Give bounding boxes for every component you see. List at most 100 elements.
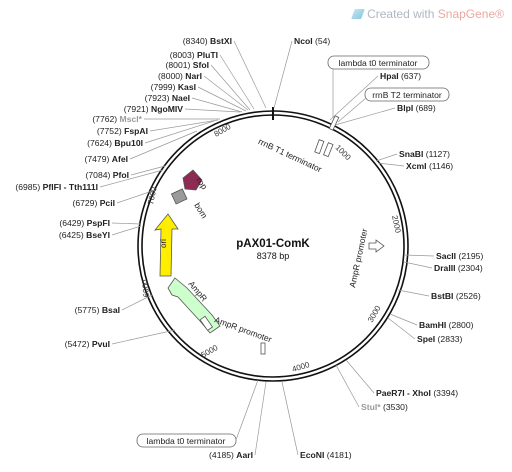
plasmid-size: 8378 bp bbox=[257, 251, 290, 261]
site-position: (3530) bbox=[383, 402, 408, 412]
tick-5000: 5000 bbox=[200, 343, 220, 360]
site-name: BstXI bbox=[210, 36, 232, 46]
site-leader-line bbox=[335, 364, 360, 408]
site-leader-line bbox=[184, 108, 241, 113]
site-leader-line bbox=[203, 75, 249, 111]
site-name: FspAI bbox=[124, 126, 148, 136]
t0-top-marker[interactable] bbox=[328, 115, 340, 131]
site-pspfi[interactable]: (6429) PspFI bbox=[59, 218, 142, 228]
site-position: (8001) bbox=[166, 60, 191, 70]
site-position: (7084) bbox=[86, 170, 111, 180]
site-label: (8001) SfoI bbox=[166, 60, 209, 70]
site-label: PaeR7I - XhoI (3394) bbox=[376, 388, 458, 398]
site-leader-line bbox=[116, 189, 156, 204]
site-leader-line bbox=[397, 289, 430, 297]
site-leader-line bbox=[144, 120, 215, 144]
site-label: (7999) KasI bbox=[151, 82, 196, 92]
site-paer7i-xhoi[interactable]: PaeR7I - XhoI (3394) bbox=[345, 359, 458, 398]
site-hpai[interactable]: HpaI (637) bbox=[329, 71, 421, 121]
site-name: XcmI bbox=[406, 161, 427, 171]
bom-feature[interactable] bbox=[170, 188, 188, 205]
ori-label: ori bbox=[159, 239, 168, 248]
site-naei[interactable]: (7923) NaeI bbox=[145, 93, 243, 113]
site-leader-line bbox=[387, 317, 416, 340]
site-name: SnaBI bbox=[399, 149, 423, 159]
site-msci[interactable]: (7762) MscI* bbox=[92, 114, 220, 124]
site-ngomiv[interactable]: (7921) NgoMIV bbox=[124, 104, 241, 114]
site-position: (6729) bbox=[72, 198, 97, 208]
site-xcmi[interactable]: XcmI (1146) bbox=[377, 161, 453, 171]
site-leader-line bbox=[233, 40, 267, 109]
site-econi[interactable]: EcoNI (4181) bbox=[281, 381, 352, 460]
site-name: NcoI bbox=[294, 36, 313, 46]
rop-feature[interactable] bbox=[182, 169, 203, 191]
rrnb-t1-label: rrnB T1 terminator bbox=[257, 136, 324, 174]
site-name: BlpI bbox=[397, 103, 413, 113]
site-bseyi[interactable]: (6425) BseYI bbox=[59, 225, 142, 240]
site-name: PfoI bbox=[113, 170, 129, 180]
site-sacii[interactable]: SacII (2195) bbox=[403, 251, 483, 261]
site-position: (2526) bbox=[456, 291, 481, 301]
site-label: StuI* (3530) bbox=[361, 402, 408, 412]
site-name: PaeR7I - XhoI bbox=[376, 388, 431, 398]
site-snabi[interactable]: SnaBI (1127) bbox=[375, 149, 450, 162]
site-pcii[interactable]: (6729) PciI bbox=[72, 189, 156, 208]
site-leader-line bbox=[375, 153, 398, 162]
site-leader-line bbox=[197, 86, 247, 112]
site-spei[interactable]: SpeI (2833) bbox=[387, 317, 463, 344]
site-leader-line bbox=[377, 162, 405, 167]
site-draiii[interactable]: DraIII (2304) bbox=[403, 261, 483, 273]
site-position: (2800) bbox=[449, 320, 474, 330]
site-ncoi[interactable]: NcoI (54) bbox=[273, 36, 330, 109]
site-position: (4185) bbox=[209, 450, 234, 460]
site-name: StuI* bbox=[361, 402, 381, 412]
site-bpu10i[interactable]: (7624) Bpu10I bbox=[87, 120, 215, 148]
site-name: PluTI bbox=[197, 50, 218, 60]
site-label: SnaBI (1127) bbox=[399, 149, 450, 159]
site-bstxi[interactable]: (8340) BstXI bbox=[183, 36, 267, 109]
site-leader-line bbox=[334, 107, 396, 126]
site-blpi[interactable]: BlpI (689) bbox=[334, 103, 436, 126]
site-label: (8003) PluTI bbox=[170, 50, 218, 60]
site-pflfi-tth111i[interactable]: (6985) PflFI - Tth111I bbox=[15, 169, 164, 192]
site-afei[interactable]: (7479) AfeI bbox=[85, 130, 198, 164]
site-leader-line bbox=[273, 40, 293, 109]
ori-feature[interactable] bbox=[154, 213, 179, 277]
bom-label: bom bbox=[192, 201, 209, 220]
site-name: SpeI bbox=[417, 334, 435, 344]
ampr-promoter-left-feature[interactable] bbox=[199, 315, 214, 332]
site-label: (6985) PflFI - Tth111I bbox=[15, 182, 98, 192]
site-stui[interactable]: StuI* (3530) bbox=[335, 364, 408, 412]
site-name: NaeI bbox=[172, 93, 190, 103]
rrnb-t1-box-1[interactable] bbox=[314, 139, 325, 155]
site-bsai[interactable]: (5775) BsaI bbox=[75, 294, 153, 315]
site-pluti[interactable]: (8003) PluTI bbox=[170, 50, 255, 110]
site-position: (4181) bbox=[327, 450, 352, 460]
site-fspai[interactable]: (7752) FspAI bbox=[97, 119, 219, 136]
site-aari[interactable]: (4185) AarI bbox=[209, 381, 267, 460]
site-name: EcoNI bbox=[300, 450, 324, 460]
site-position: (2304) bbox=[458, 263, 483, 273]
site-position: (689) bbox=[416, 103, 436, 113]
ampr-promoter-box[interactable] bbox=[260, 342, 266, 355]
site-label: BstBI (2526) bbox=[431, 291, 481, 301]
site-name: BamHI bbox=[419, 320, 446, 330]
site-pfoi[interactable]: (7084) PfoI bbox=[86, 165, 166, 180]
site-name: PspFI bbox=[87, 218, 110, 228]
tick-7000: 7000 bbox=[146, 186, 159, 206]
site-kasi[interactable]: (7999) KasI bbox=[151, 82, 247, 112]
site-sfoi[interactable]: (8001) SfoI bbox=[166, 60, 251, 111]
ampr-promoter-right-feature[interactable] bbox=[368, 239, 385, 253]
site-bstbi[interactable]: BstBI (2526) bbox=[397, 289, 481, 301]
rrnb-t1-box-2[interactable] bbox=[323, 142, 334, 158]
site-name: Bpu10I bbox=[114, 138, 143, 148]
site-label: NcoI (54) bbox=[294, 36, 330, 46]
site-leader-line bbox=[254, 381, 267, 456]
site-position: (1127) bbox=[426, 149, 450, 159]
site-pvui[interactable]: (5472) PvuI bbox=[65, 329, 176, 349]
site-leader-line bbox=[219, 54, 255, 110]
site-bamhi[interactable]: BamHI (2800) bbox=[389, 313, 474, 330]
site-position: (7921) bbox=[124, 104, 149, 114]
site-nari[interactable]: (8000) NarI bbox=[158, 71, 249, 111]
site-leader-line bbox=[403, 254, 435, 257]
